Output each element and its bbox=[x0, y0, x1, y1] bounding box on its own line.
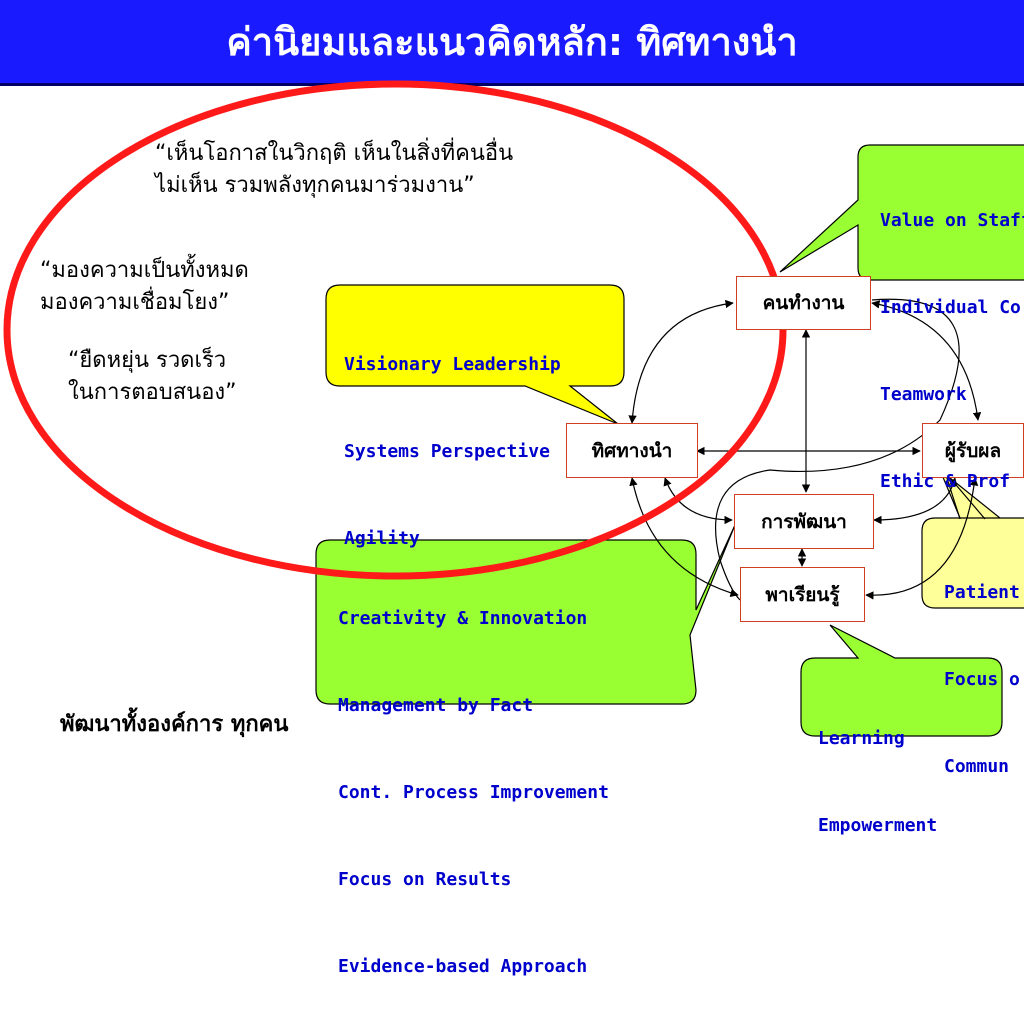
callout-patient-line1: Patient bbox=[944, 582, 1020, 603]
callout-improvement-text: Creativity & Innovation Management by Fa… bbox=[338, 546, 609, 1010]
quote-systems-line1: “มองความเป็นทั้งหมด bbox=[40, 258, 249, 283]
callout-learning-line2: Empowerment bbox=[818, 815, 938, 836]
callout-staff-text: Value on Staff Individual Co Teamwork Et… bbox=[880, 148, 1024, 525]
callout-staff-line3: Teamwork bbox=[880, 384, 967, 405]
connector-lines bbox=[628, 298, 982, 601]
quote-opportunity: “เห็นโอกาสในวิกฤติ เห็นในสิ่งที่คนอื่น ไ… bbox=[155, 138, 513, 202]
callout-leadership-text: Visionary Leadership Systems Perspective… bbox=[344, 292, 561, 582]
quote-opportunity-line1: “เห็นโอกาสในวิกฤติ เห็นในสิ่งที่คนอื่น bbox=[155, 141, 514, 166]
node-customer: ผู้รับผล bbox=[922, 423, 1024, 478]
callout-patient-line3: Commun bbox=[944, 756, 1010, 777]
callout-learning-line1: Learning bbox=[818, 728, 905, 749]
title-bar: ค่านิยมและแนวคิดหลัก: ทิศทางนำ bbox=[0, 0, 1024, 86]
quote-agility: “ยืดหยุ่น รวดเร็ว ในการตอบสนอง” bbox=[68, 345, 237, 409]
callout-staff-line1: Value on Staff bbox=[880, 210, 1024, 231]
callout-improvement-line2: Management by Fact bbox=[338, 695, 534, 716]
quote-agility-line1: “ยืดหยุ่น รวดเร็ว bbox=[68, 348, 227, 373]
diagram-canvas bbox=[3, 80, 1024, 737]
quote-opportunity-line2: ไม่เห็น รวมพลังทุกคนมาร่วมงาน” bbox=[155, 172, 475, 198]
callout-improvement-line4: Focus on Results bbox=[338, 869, 512, 890]
footer-text: พัฒนาทั้งองค์การ ทุกคน bbox=[60, 712, 289, 737]
node-learning: พาเรียนรู้ bbox=[740, 567, 865, 622]
node-development: การพัฒนา bbox=[734, 494, 874, 549]
callout-staff-line2: Individual Co bbox=[880, 297, 1021, 318]
quote-systems: “มองความเป็นทั้งหมด มองความเชื่อมโยง” bbox=[40, 255, 249, 319]
page-title: ค่านิยมและแนวคิดหลัก: ทิศทางนำ bbox=[226, 20, 798, 64]
quote-agility-line2: ในการตอบสนอง” bbox=[68, 379, 237, 405]
callout-leadership-line1: Visionary Leadership bbox=[344, 354, 561, 375]
node-people: คนทำงาน bbox=[736, 276, 871, 330]
callout-improvement-line3: Cont. Process Improvement bbox=[338, 782, 609, 803]
quote-systems-line2: มองความเชื่อมโยง” bbox=[40, 289, 230, 315]
callout-leadership-line3: Agility bbox=[344, 528, 420, 549]
callout-staff-line4: Ethic & Prof bbox=[880, 471, 1011, 492]
callout-patient-line2: Focus o bbox=[944, 669, 1020, 690]
highlight-ellipse bbox=[3, 80, 787, 580]
callout-leadership-shape bbox=[325, 284, 625, 425]
callout-learning-shape bbox=[800, 624, 1003, 737]
callout-leadership-line2: Systems Perspective bbox=[344, 441, 550, 462]
callout-improvement-line5: Evidence-based Approach bbox=[338, 956, 588, 977]
callout-improvement-line1: Creativity & Innovation bbox=[338, 608, 588, 629]
callout-patient-text: Patient Focus o Commun bbox=[944, 520, 1024, 810]
node-direction: ทิศทางนำ bbox=[566, 423, 698, 478]
